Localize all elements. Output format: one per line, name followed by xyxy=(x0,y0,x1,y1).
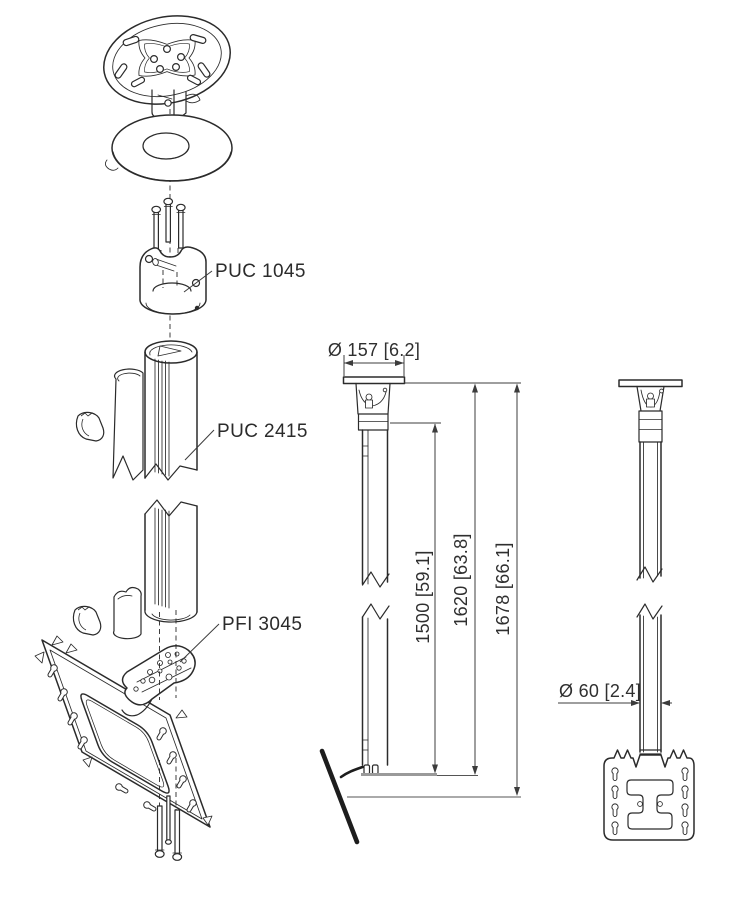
front-elevation: Ø 157 [6.2] 1500 [59.1] 1620 [63.8] 1678… xyxy=(319,340,521,845)
dim-height-1678: 1678 [66.1] xyxy=(493,542,513,635)
label-puc-1045: PUC 1045 xyxy=(215,261,306,282)
exploded-view: PUC 1045 PUC 2415 PFI 3045 xyxy=(34,15,308,861)
front-ceiling-plate xyxy=(342,376,406,385)
side-dimension-pole: Ø 60 [2.4] xyxy=(558,681,672,706)
pole-channel-lines xyxy=(154,358,170,477)
interface-holes xyxy=(133,651,187,692)
coupling-puc-1045 xyxy=(139,246,207,315)
clip-upper xyxy=(75,411,105,442)
mounting-screws-bottom xyxy=(154,795,183,861)
pole-channel-lines-lower xyxy=(154,507,170,609)
clip-lower xyxy=(72,605,102,636)
plate-slots xyxy=(114,34,211,88)
mounting-screws-top xyxy=(151,197,186,251)
plate-center-cutout xyxy=(80,693,170,794)
front-dimensions: Ø 157 [6.2] 1500 [59.1] 1620 [63.8] 1678… xyxy=(328,340,521,798)
cable-cover-shells xyxy=(112,368,144,640)
dim-pole-diameter: Ø 60 [2.4] xyxy=(559,681,641,701)
ceiling-plate xyxy=(103,15,231,119)
front-joint xyxy=(355,382,391,431)
side-pole xyxy=(636,441,663,767)
leader-puc-2415 xyxy=(184,429,215,461)
interface-pfi-3045 xyxy=(121,645,196,717)
front-screen-line xyxy=(319,748,360,845)
front-tilt-arm xyxy=(339,765,364,779)
leader-pfi-3045 xyxy=(179,623,220,663)
dim-height-1620: 1620 [63.8] xyxy=(451,533,471,626)
side-joint xyxy=(636,385,665,443)
part-labels: PUC 1045 PUC 2415 PFI 3045 xyxy=(179,261,308,663)
dim-plate-diameter: Ø 157 [6.2] xyxy=(328,340,420,360)
side-ceiling-plate xyxy=(618,379,683,388)
front-pole xyxy=(361,429,390,775)
label-puc-2415: PUC 2415 xyxy=(217,421,308,442)
side-plate-cutout xyxy=(626,779,674,830)
label-pfi-3045: PFI 3045 xyxy=(222,614,302,635)
plate-corner-teeth xyxy=(34,635,213,826)
cover-ring xyxy=(104,114,233,182)
pole-puc-2415 xyxy=(144,340,198,623)
plate-bolts xyxy=(150,44,186,73)
dim-height-1500: 1500 [59.1] xyxy=(413,550,433,643)
leader-puc-1045 xyxy=(183,270,213,293)
side-wall-plate xyxy=(603,749,695,841)
side-elevation: Ø 60 [2.4] xyxy=(558,379,695,841)
